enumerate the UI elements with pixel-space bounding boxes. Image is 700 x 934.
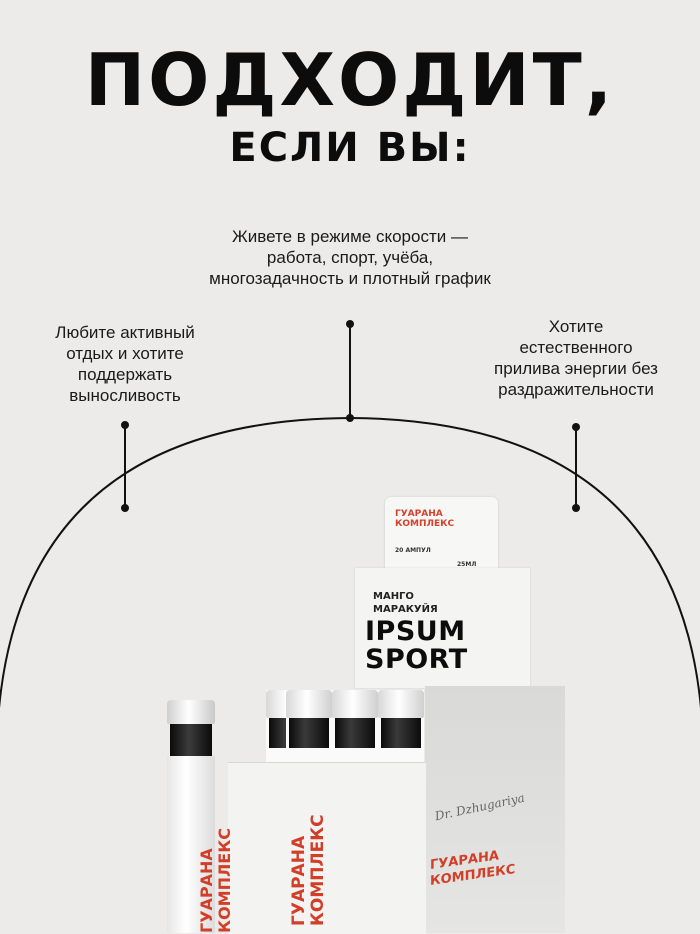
benefit-energy: Хотите естественного прилива энергии без… [494, 317, 658, 399]
single-vial [165, 700, 217, 933]
brand-logo: IPSUM SPORT [365, 616, 468, 675]
box-side-panel [425, 686, 565, 933]
connector-center-bottom-dot [346, 414, 354, 422]
vial [378, 690, 424, 762]
connector-left-top-dot [121, 421, 129, 429]
vial-body [167, 756, 215, 933]
headline-line-1: ПОДХОДИТ, [84, 38, 616, 122]
connector-center-top-dot [346, 320, 354, 328]
vial-neck [170, 724, 212, 756]
box-back-panel: МАНГО МАРАКУЙЯ IPSUM SPORT [355, 568, 530, 688]
vial [286, 690, 332, 762]
connector-right-bottom-dot [572, 504, 580, 512]
card-count: 20 АМПУЛ [395, 547, 431, 554]
single-vial-label: ГУАРАНА КОМПЛЕКС [197, 827, 234, 933]
vial [332, 690, 378, 762]
box-front-panel [228, 762, 426, 934]
benefit-speed: Живете в режиме скорости — работа, спорт… [209, 227, 491, 288]
connector-right-top-dot [572, 423, 580, 431]
box-front-label: ГУАРАНА КОМПЛЕКС [289, 814, 328, 926]
benefit-endurance: Любите активный отдых и хотите поддержат… [55, 323, 195, 405]
flavor-label: МАНГО МАРАКУЙЯ [373, 591, 438, 615]
connector-left-bottom-dot [121, 504, 129, 512]
vial-cap [167, 700, 215, 724]
card-volume: 25МЛ [457, 561, 477, 568]
card-title: ГУАРАНА КОМПЛЕКС [395, 509, 455, 529]
headline-line-2: ЕСЛИ ВЫ: [229, 125, 471, 171]
